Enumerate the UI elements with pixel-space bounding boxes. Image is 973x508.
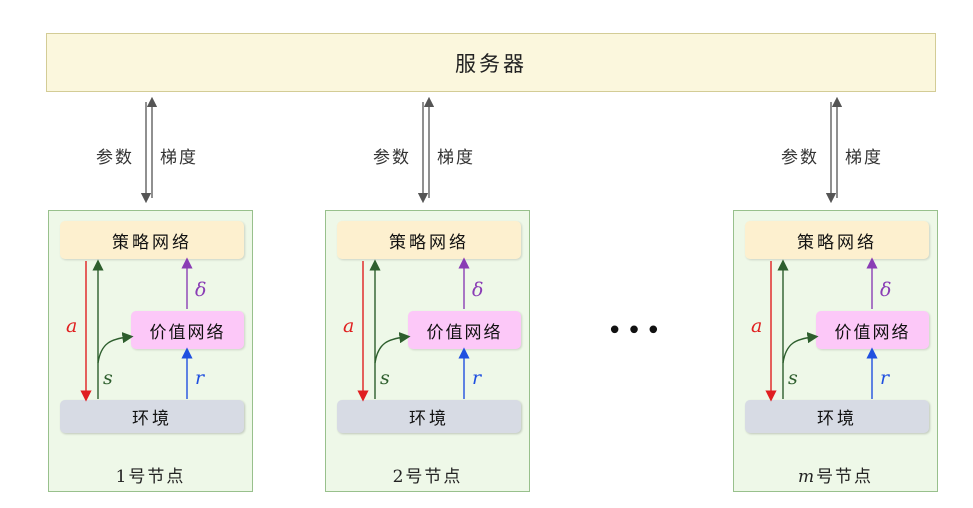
value-network-label: 价值网络 (426, 322, 503, 343)
value-network-box: 价值网络 (408, 311, 521, 349)
value-network-label: 价值网络 (149, 322, 226, 343)
state-to-value-arrow (97, 332, 134, 364)
params-label-node-2: 参数 (373, 148, 411, 168)
environment-label: 环境 (817, 409, 857, 429)
internal-arrows (765, 257, 878, 402)
action-symbol: a (66, 315, 78, 337)
node-label: 2号节点 (392, 467, 463, 487)
value-network-box: 价值网络 (816, 311, 929, 349)
value-network-box: 价值网络 (131, 311, 244, 349)
delta-symbol: δ (472, 279, 484, 301)
node-label: 1号节点 (115, 467, 186, 487)
grad-label-node-m: 梯度 (845, 148, 883, 168)
reward-symbol: r (472, 367, 482, 389)
ellipsis: ••• (607, 316, 666, 346)
state-symbol: s (103, 367, 113, 389)
server-label: 服务器 (455, 51, 527, 76)
node-m: 策略网络 价值网络 环境 a s r δ m号节点 (733, 210, 938, 492)
value-network-label: 价值网络 (834, 322, 911, 343)
link-arrows-node-m (825, 96, 843, 204)
link-arrows-node-2 (417, 96, 435, 204)
server-box: 服务器 (46, 33, 936, 92)
internal-arrows (357, 257, 470, 402)
state-to-value-arrow (374, 332, 411, 364)
policy-network-label: 策略网络 (797, 232, 877, 253)
node-2: 策略网络 价值网络 环境 a s r δ 2号节点 (325, 210, 530, 492)
delta-symbol: δ (880, 279, 892, 301)
delta-symbol: δ (195, 279, 207, 301)
link-arrows-node-1 (140, 96, 158, 204)
policy-network-box: 策略网络 (337, 221, 521, 259)
state-symbol: s (380, 367, 390, 389)
internal-arrows (80, 257, 193, 402)
params-label-node-m: 参数 (781, 148, 819, 168)
node-label: m号节点 (797, 467, 874, 487)
action-symbol: a (751, 315, 763, 337)
environment-box: 环境 (337, 400, 521, 433)
environment-box: 环境 (745, 400, 929, 433)
environment-label: 环境 (132, 409, 172, 429)
state-symbol: s (788, 367, 798, 389)
environment-box: 环境 (60, 400, 244, 433)
params-label-node-1: 参数 (96, 148, 134, 168)
policy-network-box: 策略网络 (60, 221, 244, 259)
policy-network-box: 策略网络 (745, 221, 929, 259)
grad-label-node-2: 梯度 (437, 148, 475, 168)
policy-network-label: 策略网络 (112, 232, 192, 253)
environment-label: 环境 (409, 409, 449, 429)
reward-symbol: r (195, 367, 205, 389)
state-to-value-arrow (782, 332, 819, 364)
node-1: 策略网络 价值网络 环境 a s r δ 1号节点 (48, 210, 253, 492)
action-symbol: a (343, 315, 355, 337)
reward-symbol: r (880, 367, 890, 389)
grad-label-node-1: 梯度 (160, 148, 198, 168)
policy-network-label: 策略网络 (389, 232, 469, 253)
